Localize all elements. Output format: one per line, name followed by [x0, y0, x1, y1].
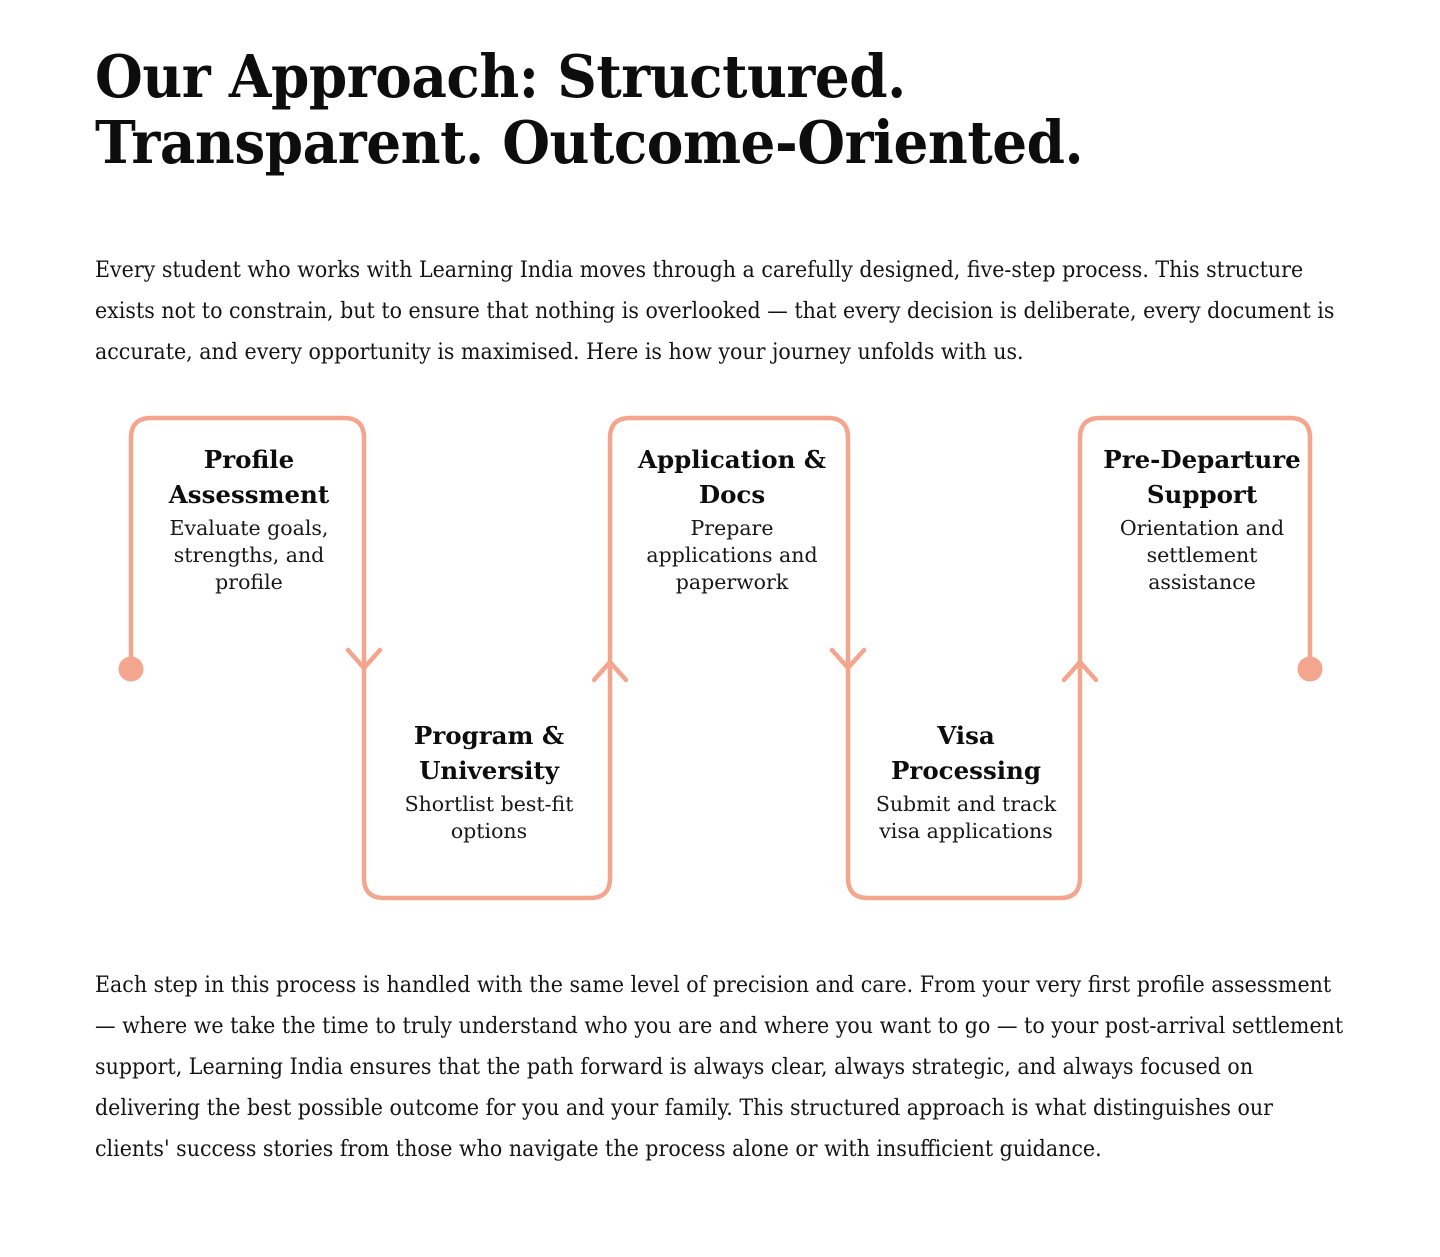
- step-2-bracket: [361, 665, 613, 901]
- flow-start-dot: [118, 656, 144, 682]
- process-step-1[interactable]: Profile Assessment Evaluate goals, stren…: [135, 442, 363, 596]
- flow-connector-graphics: [118, 415, 1323, 901]
- arrowhead-step3-to-step4: [829, 647, 867, 671]
- step-4-description: Submit and track visa applications: [875, 792, 1057, 843]
- step-2-description: Shortlist best-fit options: [404, 792, 574, 843]
- arrowhead-step1-to-step2: [345, 647, 383, 671]
- process-step-2[interactable]: Program & University Shortlist best-fit …: [375, 718, 603, 845]
- flow-end-dot: [1297, 656, 1323, 682]
- process-step-4[interactable]: Visa Processing Submit and track visa ap…: [852, 718, 1080, 845]
- step-4-bracket: [845, 665, 1083, 901]
- step-1-description: Evaluate goals, strengths, and profile: [169, 516, 329, 594]
- closing-paragraph: Each step in this process is handled wit…: [95, 972, 1344, 1162]
- intro-paragraph: Every student who works with Learning In…: [95, 257, 1335, 365]
- page-title: Our Approach: Structured. Transparent. O…: [95, 42, 1084, 178]
- step-3-description: Prepare applications and paperwork: [646, 516, 818, 594]
- step-5-bracket: [1077, 415, 1313, 671]
- arrowhead-step2-to-step3: [591, 659, 629, 683]
- process-flow-diagram: Profile Assessment Evaluate goals, stren…: [0, 400, 1440, 930]
- step-5-title: Pre-Departure Support: [1103, 445, 1301, 509]
- arrowhead-step4-to-step5: [1061, 659, 1099, 683]
- step-2-title: Program & University: [413, 721, 565, 785]
- step-3-title: Application & Docs: [637, 445, 827, 509]
- step-3-bracket: [607, 415, 851, 671]
- step-5-description: Orientation and settlement assistance: [1119, 516, 1285, 594]
- process-step-3[interactable]: Application & Docs Prepare applications …: [618, 442, 846, 596]
- step-1-bracket: [128, 415, 367, 671]
- step-1-title: Profile Assessment: [168, 445, 330, 509]
- step-4-title: Visa Processing: [890, 721, 1041, 785]
- process-step-5[interactable]: Pre-Departure Support Orientation and se…: [1088, 442, 1316, 596]
